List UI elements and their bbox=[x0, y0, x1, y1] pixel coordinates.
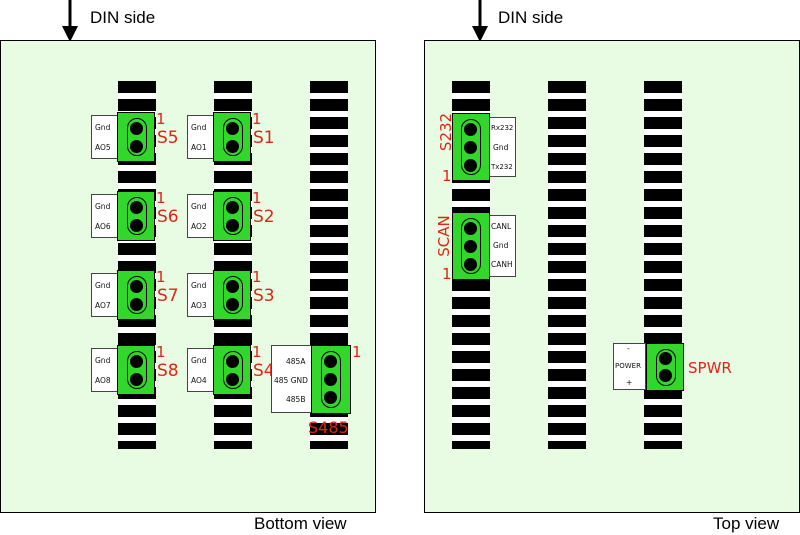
connector-s1[interactable] bbox=[213, 112, 251, 162]
s6-pin-bottom: AO6 bbox=[95, 222, 111, 231]
s6-name: S6 bbox=[157, 207, 179, 227]
connector-s4[interactable] bbox=[213, 345, 251, 395]
s5-pin-bottom: AO5 bbox=[95, 143, 111, 152]
s3-label-box bbox=[187, 273, 215, 317]
s485-label-box bbox=[271, 345, 316, 413]
connector-spwr[interactable] bbox=[646, 343, 684, 391]
s4-pin-bottom: AO4 bbox=[191, 376, 207, 385]
s4-pin-top: Gnd bbox=[191, 356, 207, 365]
s1-label-box bbox=[187, 115, 215, 159]
s5-pin-top: Gnd bbox=[95, 123, 111, 132]
s7-pin-bottom: AO7 bbox=[95, 301, 111, 310]
s232-label-box bbox=[489, 117, 516, 177]
s8-pin-bottom: AO8 bbox=[95, 376, 111, 385]
s232-pin1: 1 bbox=[442, 167, 452, 185]
s1-pin-bottom: AO1 bbox=[191, 143, 207, 152]
s5-label-box bbox=[91, 115, 119, 159]
s485-pin-gnd: 485 GND bbox=[274, 376, 308, 385]
scan-pin-gnd: Gnd bbox=[493, 241, 509, 250]
connector-scan[interactable] bbox=[452, 212, 490, 280]
s3-pin1: 1 bbox=[252, 268, 262, 286]
connector-s7[interactable] bbox=[117, 270, 155, 320]
scan-pin1: 1 bbox=[442, 265, 452, 283]
s8-pin1: 1 bbox=[156, 343, 166, 361]
connector-s5[interactable] bbox=[117, 112, 155, 162]
s485-pin1: 1 bbox=[352, 343, 362, 361]
s2-pin-top: Gnd bbox=[191, 202, 207, 211]
scan-pin-canl: CANL bbox=[491, 222, 512, 231]
s5-pin1: 1 bbox=[156, 110, 166, 128]
s7-pin-top: Gnd bbox=[95, 281, 111, 290]
s2-name: S2 bbox=[253, 207, 275, 227]
s232-pin-gnd: Gnd bbox=[493, 143, 509, 152]
spwr-pin-minus: - bbox=[627, 344, 630, 353]
s4-name: S4 bbox=[253, 361, 275, 381]
s8-label-box bbox=[91, 348, 119, 392]
connector-s3[interactable] bbox=[213, 270, 251, 320]
spwr-pin-label: POWER bbox=[615, 362, 641, 370]
scan-label-box bbox=[489, 215, 516, 277]
s485-name: S485 bbox=[308, 418, 349, 437]
s232-pin-tx: Tx232 bbox=[491, 163, 513, 171]
s3-pin-top: Gnd bbox=[191, 281, 207, 290]
top-strip-3 bbox=[644, 81, 682, 449]
s7-pin1: 1 bbox=[156, 268, 166, 286]
connector-s485[interactable] bbox=[311, 345, 351, 414]
din-side-label-right: DIN side bbox=[498, 8, 564, 27]
s3-pin-bottom: AO3 bbox=[191, 301, 207, 310]
s8-pin-top: Gnd bbox=[95, 356, 111, 365]
s7-label-box bbox=[91, 273, 119, 317]
top-view-label: Top view bbox=[713, 514, 780, 533]
s2-pin1: 1 bbox=[252, 189, 262, 207]
s6-label-box bbox=[91, 194, 119, 238]
connector-s232[interactable] bbox=[452, 113, 490, 181]
s6-pin1: 1 bbox=[156, 189, 166, 207]
s4-label-box bbox=[187, 348, 215, 392]
s1-pin-top: Gnd bbox=[191, 123, 207, 132]
scan-name: SCAN bbox=[435, 215, 453, 257]
s2-label-box bbox=[187, 194, 215, 238]
s2-pin-bottom: AO2 bbox=[191, 222, 207, 231]
s7-name: S7 bbox=[157, 286, 179, 306]
s6-pin-top: Gnd bbox=[95, 202, 111, 211]
connector-s8[interactable] bbox=[117, 345, 155, 395]
top-strip-2 bbox=[548, 81, 586, 449]
s5-name: S5 bbox=[157, 128, 179, 148]
din-arrow-left-icon bbox=[62, 0, 78, 42]
connector-s2[interactable] bbox=[213, 191, 251, 241]
din-arrow-right-icon bbox=[472, 0, 488, 42]
s1-pin1: 1 bbox=[252, 110, 262, 128]
s3-name: S3 bbox=[253, 286, 275, 306]
spwr-label-box bbox=[613, 343, 646, 390]
s1-name: S1 bbox=[253, 128, 275, 148]
spwr-pin-plus: + bbox=[626, 378, 633, 387]
bottom-view-label: Bottom view bbox=[254, 514, 347, 533]
s8-name: S8 bbox=[157, 361, 179, 381]
s232-pin-rx: Rx232 bbox=[491, 124, 514, 132]
spwr-name: SPWR bbox=[688, 359, 732, 377]
din-side-label-left: DIN side bbox=[90, 8, 156, 27]
scan-pin-canh: CANH bbox=[491, 260, 513, 269]
connector-s6[interactable] bbox=[117, 191, 155, 241]
s485-pin-a: 485A bbox=[286, 357, 306, 366]
s485-pin-b: 485B bbox=[286, 395, 306, 404]
s4-pin1: 1 bbox=[252, 343, 262, 361]
s232-name: S232 bbox=[437, 112, 455, 152]
